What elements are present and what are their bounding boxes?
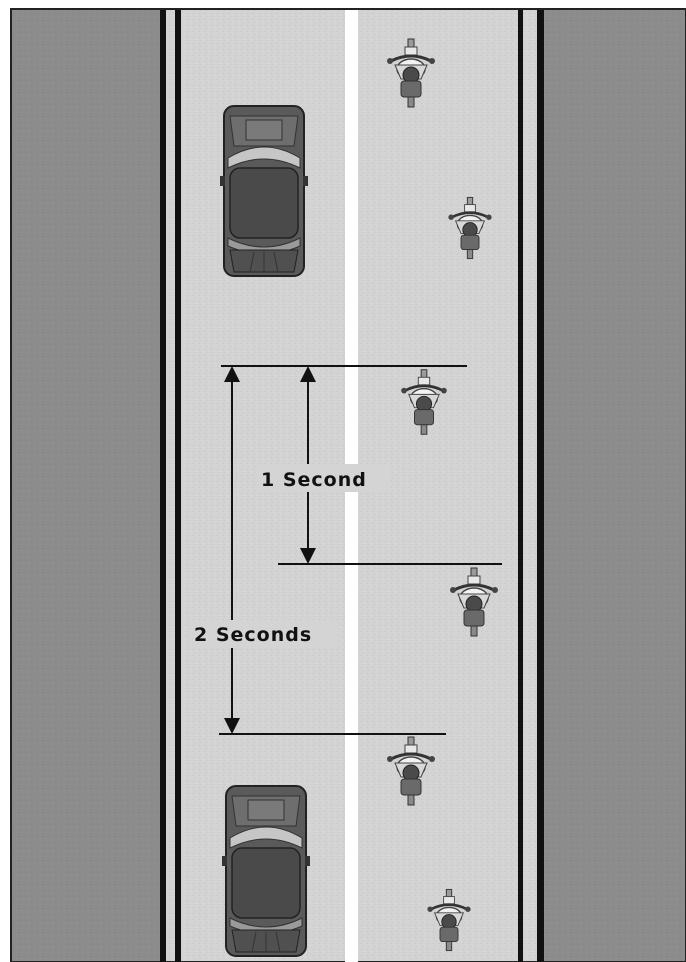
right-edge-line-outer: [537, 10, 544, 962]
left-shoulder: [12, 10, 160, 962]
car-bottom: [222, 786, 310, 956]
left-edge-line-inner: [175, 10, 181, 962]
right-edge-line-inner: [518, 10, 523, 962]
car-top: [220, 106, 308, 276]
one-second-label: 1 Second: [261, 469, 367, 491]
two-seconds-label: 2 Seconds: [194, 624, 312, 646]
left-edge-line-outer: [160, 10, 166, 962]
right-shoulder: [544, 10, 686, 962]
